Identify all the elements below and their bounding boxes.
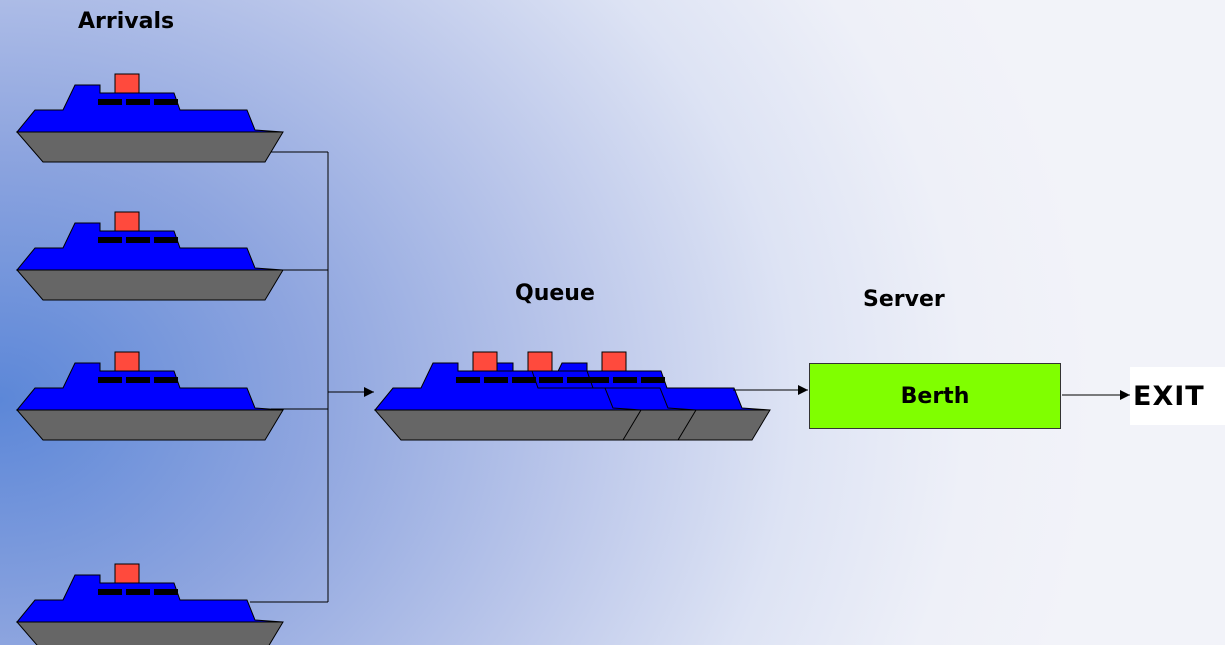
arrival-ship-2: [16, 211, 284, 301]
arrival-ship-4: [16, 563, 284, 645]
berth-box: Berth: [809, 363, 1061, 429]
exit-label: EXIT: [1133, 380, 1205, 412]
arrival-connectors: [250, 151, 329, 603]
arrival-ship-3: [16, 351, 284, 441]
queue-ships: [374, 351, 771, 441]
arrival-ship-1: [16, 73, 284, 163]
berth-label: Berth: [900, 383, 970, 409]
arrivals-label: Arrivals: [78, 9, 175, 34]
queue-label: Queue: [515, 281, 595, 306]
server-label: Server: [863, 287, 945, 312]
exit-box: EXIT: [1130, 367, 1225, 425]
